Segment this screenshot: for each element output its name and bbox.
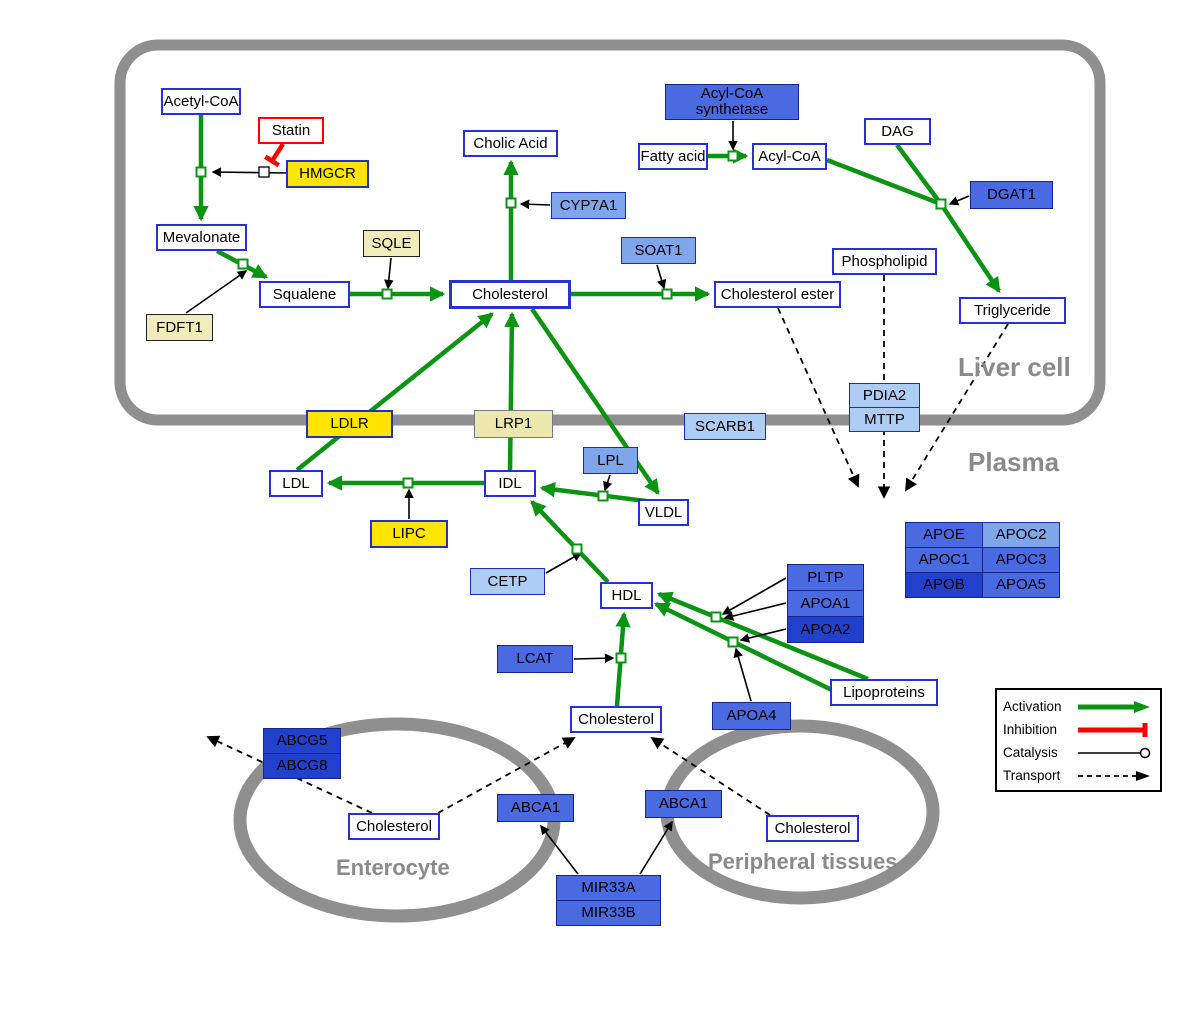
inhibition-symbol	[1078, 722, 1148, 737]
node-acetyl-coa[interactable]: Acetyl-CoA	[161, 88, 241, 115]
node-mevalonate[interactable]: Mevalonate	[156, 224, 247, 251]
node-cyp7a1[interactable]: CYP7A1	[551, 192, 626, 219]
node-abca1-left[interactable]: ABCA1	[497, 794, 574, 822]
node-apoa2[interactable]: APOA2	[787, 616, 864, 643]
node-lcat[interactable]: LCAT	[497, 645, 573, 673]
node-apoe[interactable]: APOE	[905, 522, 983, 548]
peripheral-tissues-label: Peripheral tissues	[708, 849, 898, 874]
inhibition-edge	[264, 142, 285, 168]
node-hdl[interactable]: HDL	[600, 582, 653, 609]
node-pltp[interactable]: PLTP	[787, 564, 864, 591]
liver-cell-label: Liver cell	[958, 352, 1071, 382]
node-vldl[interactable]: VLDL	[638, 499, 689, 526]
node-fatty-acid[interactable]: Fatty acid	[638, 143, 708, 170]
node-fdft1[interactable]: FDFT1	[146, 314, 213, 341]
node-soat1[interactable]: SOAT1	[621, 237, 696, 264]
enterocyte-label: Enterocyte	[336, 855, 450, 880]
activation-symbol	[1078, 700, 1150, 713]
node-mttp[interactable]: MTTP	[849, 407, 920, 432]
node-abcg8[interactable]: ABCG8	[263, 753, 341, 779]
legend-row-transport: Transport	[1003, 764, 1154, 787]
node-ldl[interactable]: LDL	[269, 470, 323, 497]
node-lipc[interactable]: LIPC	[370, 520, 448, 548]
node-cholic-acid[interactable]: Cholic Acid	[463, 130, 558, 157]
node-statin[interactable]: Statin	[258, 117, 324, 144]
node-cetp[interactable]: CETP	[470, 568, 545, 595]
node-ldlr[interactable]: LDLR	[306, 410, 393, 438]
node-acyl-coa-synthetase[interactable]: Acyl-CoA synthetase	[665, 84, 799, 120]
node-dgat1[interactable]: DGAT1	[970, 181, 1053, 209]
node-lrp1[interactable]: LRP1	[474, 410, 553, 438]
node-triglyceride[interactable]: Triglyceride	[959, 297, 1066, 324]
node-cholesterol-plasma[interactable]: Cholesterol	[570, 706, 662, 733]
legend-inhibition-label: Inhibition	[1003, 722, 1058, 737]
node-hmgcr[interactable]: HMGCR	[286, 160, 369, 188]
node-apoc3[interactable]: APOC3	[982, 547, 1060, 573]
node-cholesterol-enterocyte[interactable]: Cholesterol	[348, 813, 440, 840]
node-abca1-right[interactable]: ABCA1	[645, 790, 722, 818]
node-dag[interactable]: DAG	[864, 118, 931, 145]
plasma-label: Plasma	[968, 447, 1060, 477]
node-apoa1[interactable]: APOA1	[787, 590, 864, 617]
legend-activation-label: Activation	[1003, 699, 1062, 714]
transport-symbol	[1078, 770, 1150, 781]
node-apoc2[interactable]: APOC2	[982, 522, 1060, 548]
node-abcg5[interactable]: ABCG5	[263, 728, 341, 754]
node-lpl[interactable]: LPL	[583, 447, 638, 474]
node-apoa4[interactable]: APOA4	[712, 702, 791, 730]
node-sqle[interactable]: SQLE	[363, 230, 420, 257]
node-phospholipid[interactable]: Phospholipid	[832, 248, 937, 275]
node-pdia2[interactable]: PDIA2	[849, 383, 920, 408]
anchor-square	[258, 166, 270, 178]
legend-row-activation: Activation	[1003, 695, 1154, 718]
node-lipoproteins[interactable]: Lipoproteins	[830, 679, 938, 706]
reaction-node-squares	[195, 150, 947, 664]
node-cholesterol-liver[interactable]: Cholesterol	[449, 280, 571, 309]
node-acyl-coa[interactable]: Acyl-CoA	[752, 143, 827, 170]
node-cholesterol-peripheral[interactable]: Cholesterol	[766, 815, 859, 842]
node-apoc1[interactable]: APOC1	[905, 547, 983, 573]
node-mir33b[interactable]: MIR33B	[556, 900, 661, 926]
node-apob[interactable]: APOB	[905, 572, 983, 598]
liver-cell-outline	[114, 39, 1106, 426]
catalysis-symbol	[1078, 747, 1151, 758]
node-mir33a[interactable]: MIR33A	[556, 875, 661, 901]
legend-catalysis-label: Catalysis	[1003, 745, 1058, 760]
legend-row-inhibition: Inhibition	[1003, 718, 1154, 741]
node-squalene[interactable]: Squalene	[259, 281, 350, 308]
catalysis-edges	[185, 121, 970, 875]
node-scarb1[interactable]: SCARB1	[684, 413, 766, 440]
legend-row-catalysis: Catalysis	[1003, 741, 1154, 764]
legend: Activation Inhibition Catalysis Transpor…	[995, 688, 1162, 792]
legend-transport-label: Transport	[1003, 768, 1061, 783]
node-apoa5[interactable]: APOA5	[982, 572, 1060, 598]
node-idl[interactable]: IDL	[484, 470, 536, 497]
node-cholesterol-ester[interactable]: Cholesterol ester	[714, 281, 841, 308]
